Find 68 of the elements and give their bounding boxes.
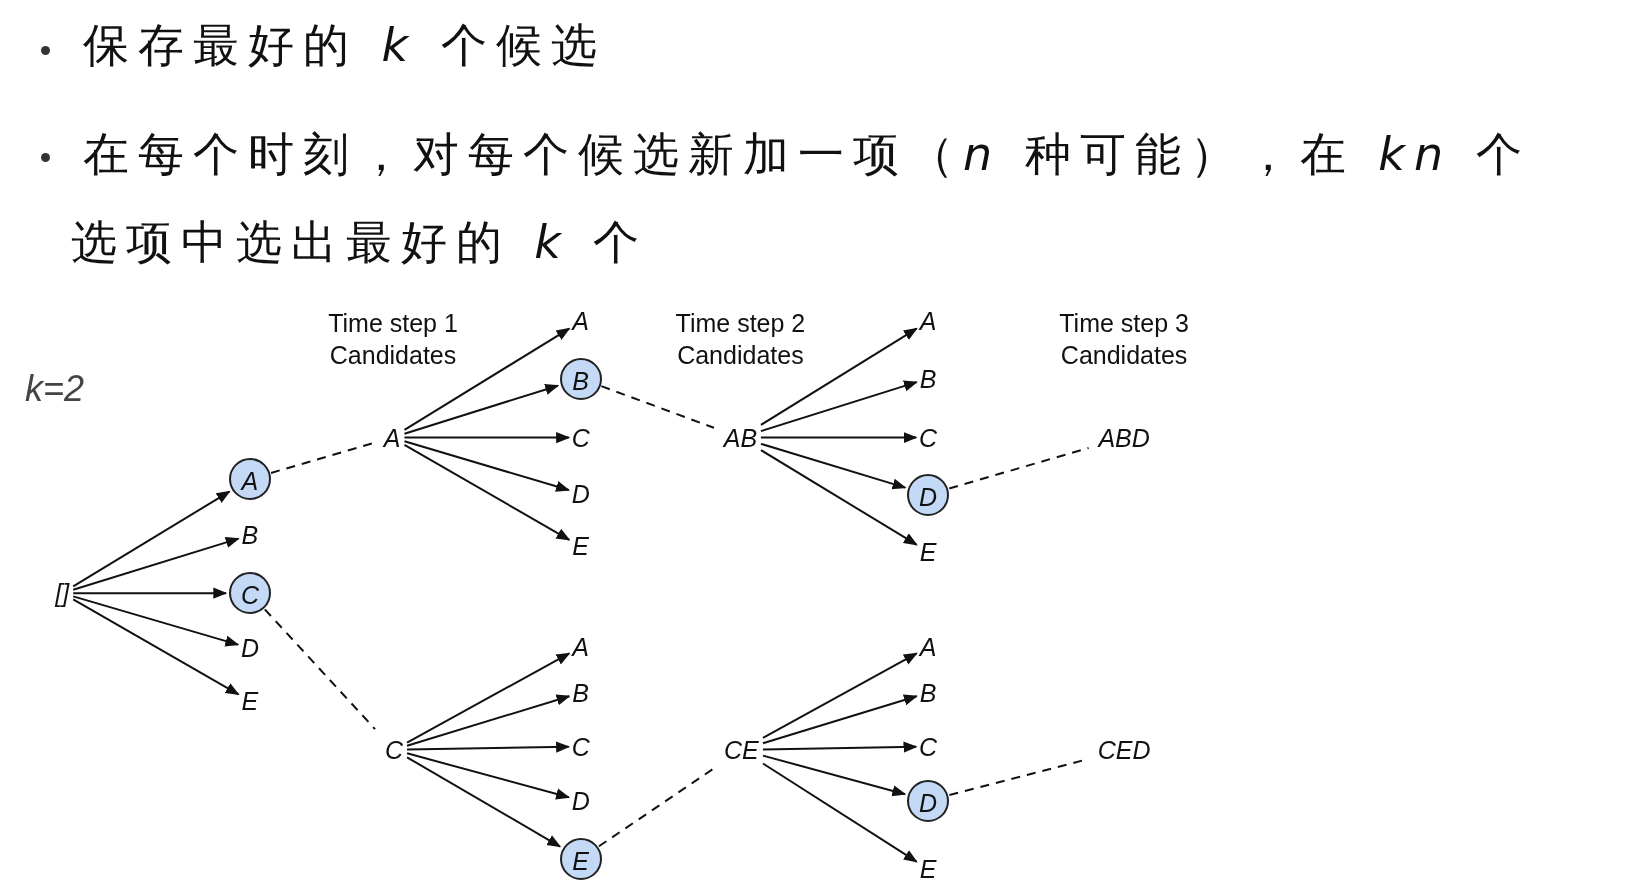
dashed-connector bbox=[597, 767, 715, 848]
arrow bbox=[761, 694, 918, 745]
column-heading: Time step 1 Candidates bbox=[327, 307, 459, 371]
token-label: D bbox=[240, 633, 259, 663]
token-label: E bbox=[919, 537, 937, 567]
token-label: A bbox=[919, 306, 937, 336]
selected-node-circle: E bbox=[559, 837, 602, 880]
arrow bbox=[406, 652, 571, 744]
token-label: E bbox=[919, 854, 937, 884]
column-heading: Time step 3 Candidates bbox=[1058, 307, 1190, 371]
token-label: A bbox=[572, 632, 590, 662]
token-label: C bbox=[919, 423, 938, 453]
arrow bbox=[403, 327, 571, 431]
token-label: E bbox=[572, 532, 590, 561]
arrow bbox=[759, 442, 907, 490]
arrow bbox=[403, 440, 571, 492]
arrow bbox=[761, 741, 918, 753]
token-label: A bbox=[383, 423, 401, 453]
arrow bbox=[761, 754, 907, 797]
arrow bbox=[759, 449, 918, 546]
token-label: C bbox=[571, 423, 590, 453]
token-label: A bbox=[919, 632, 937, 662]
token-label: CE bbox=[724, 735, 759, 765]
arrow bbox=[72, 587, 228, 599]
arrow bbox=[72, 490, 231, 588]
token-label: E bbox=[241, 686, 259, 716]
selected-node-circle: A bbox=[228, 458, 271, 501]
arrow bbox=[406, 694, 571, 747]
arrow bbox=[403, 432, 571, 444]
bullet-text: 在每个时刻，对每个候选新加一项（n 种可能），在 kn 个选项中选出最好的 k 个 bbox=[70, 126, 1532, 272]
token-label: C bbox=[385, 735, 404, 765]
arrow bbox=[403, 384, 560, 435]
selected-node-circle: D bbox=[907, 779, 950, 822]
dashed-connector bbox=[263, 608, 377, 731]
dashed-connector bbox=[270, 442, 375, 474]
dashed-connector bbox=[600, 385, 715, 429]
token-label: D bbox=[571, 786, 590, 816]
token-label: B bbox=[241, 520, 259, 550]
dashed-connector bbox=[948, 446, 1090, 490]
arrow bbox=[72, 598, 240, 696]
arrow bbox=[759, 432, 918, 444]
arrow bbox=[406, 752, 571, 800]
token-label: B bbox=[919, 678, 937, 708]
arrow bbox=[406, 741, 571, 753]
selected-node-circle: D bbox=[907, 473, 950, 516]
column-heading: Time step 2 Candidates bbox=[674, 307, 807, 371]
token-label: AB bbox=[723, 423, 758, 453]
arrow bbox=[759, 380, 918, 433]
arrow bbox=[759, 327, 918, 426]
token-label: C bbox=[919, 732, 938, 762]
token-label: B bbox=[919, 364, 937, 393]
arrow bbox=[761, 652, 918, 739]
selected-node-circle: B bbox=[559, 357, 602, 400]
token-label: D bbox=[571, 479, 590, 509]
token-label: C bbox=[571, 732, 590, 762]
token-label: [] bbox=[55, 578, 70, 608]
arrow bbox=[403, 443, 571, 541]
token-label: B bbox=[572, 678, 590, 708]
arrow bbox=[761, 762, 918, 863]
bullet-text: 保存最好的 k 个候选 bbox=[81, 17, 607, 75]
selected-node-circle: C bbox=[228, 572, 271, 615]
token-label: ABD bbox=[1098, 423, 1150, 453]
token-label: A bbox=[572, 306, 590, 336]
arrow bbox=[72, 595, 240, 647]
token-label: CED bbox=[1097, 735, 1151, 765]
arrow bbox=[72, 537, 240, 591]
arrow bbox=[406, 756, 562, 848]
parameter-label: k=2 bbox=[24, 368, 84, 411]
